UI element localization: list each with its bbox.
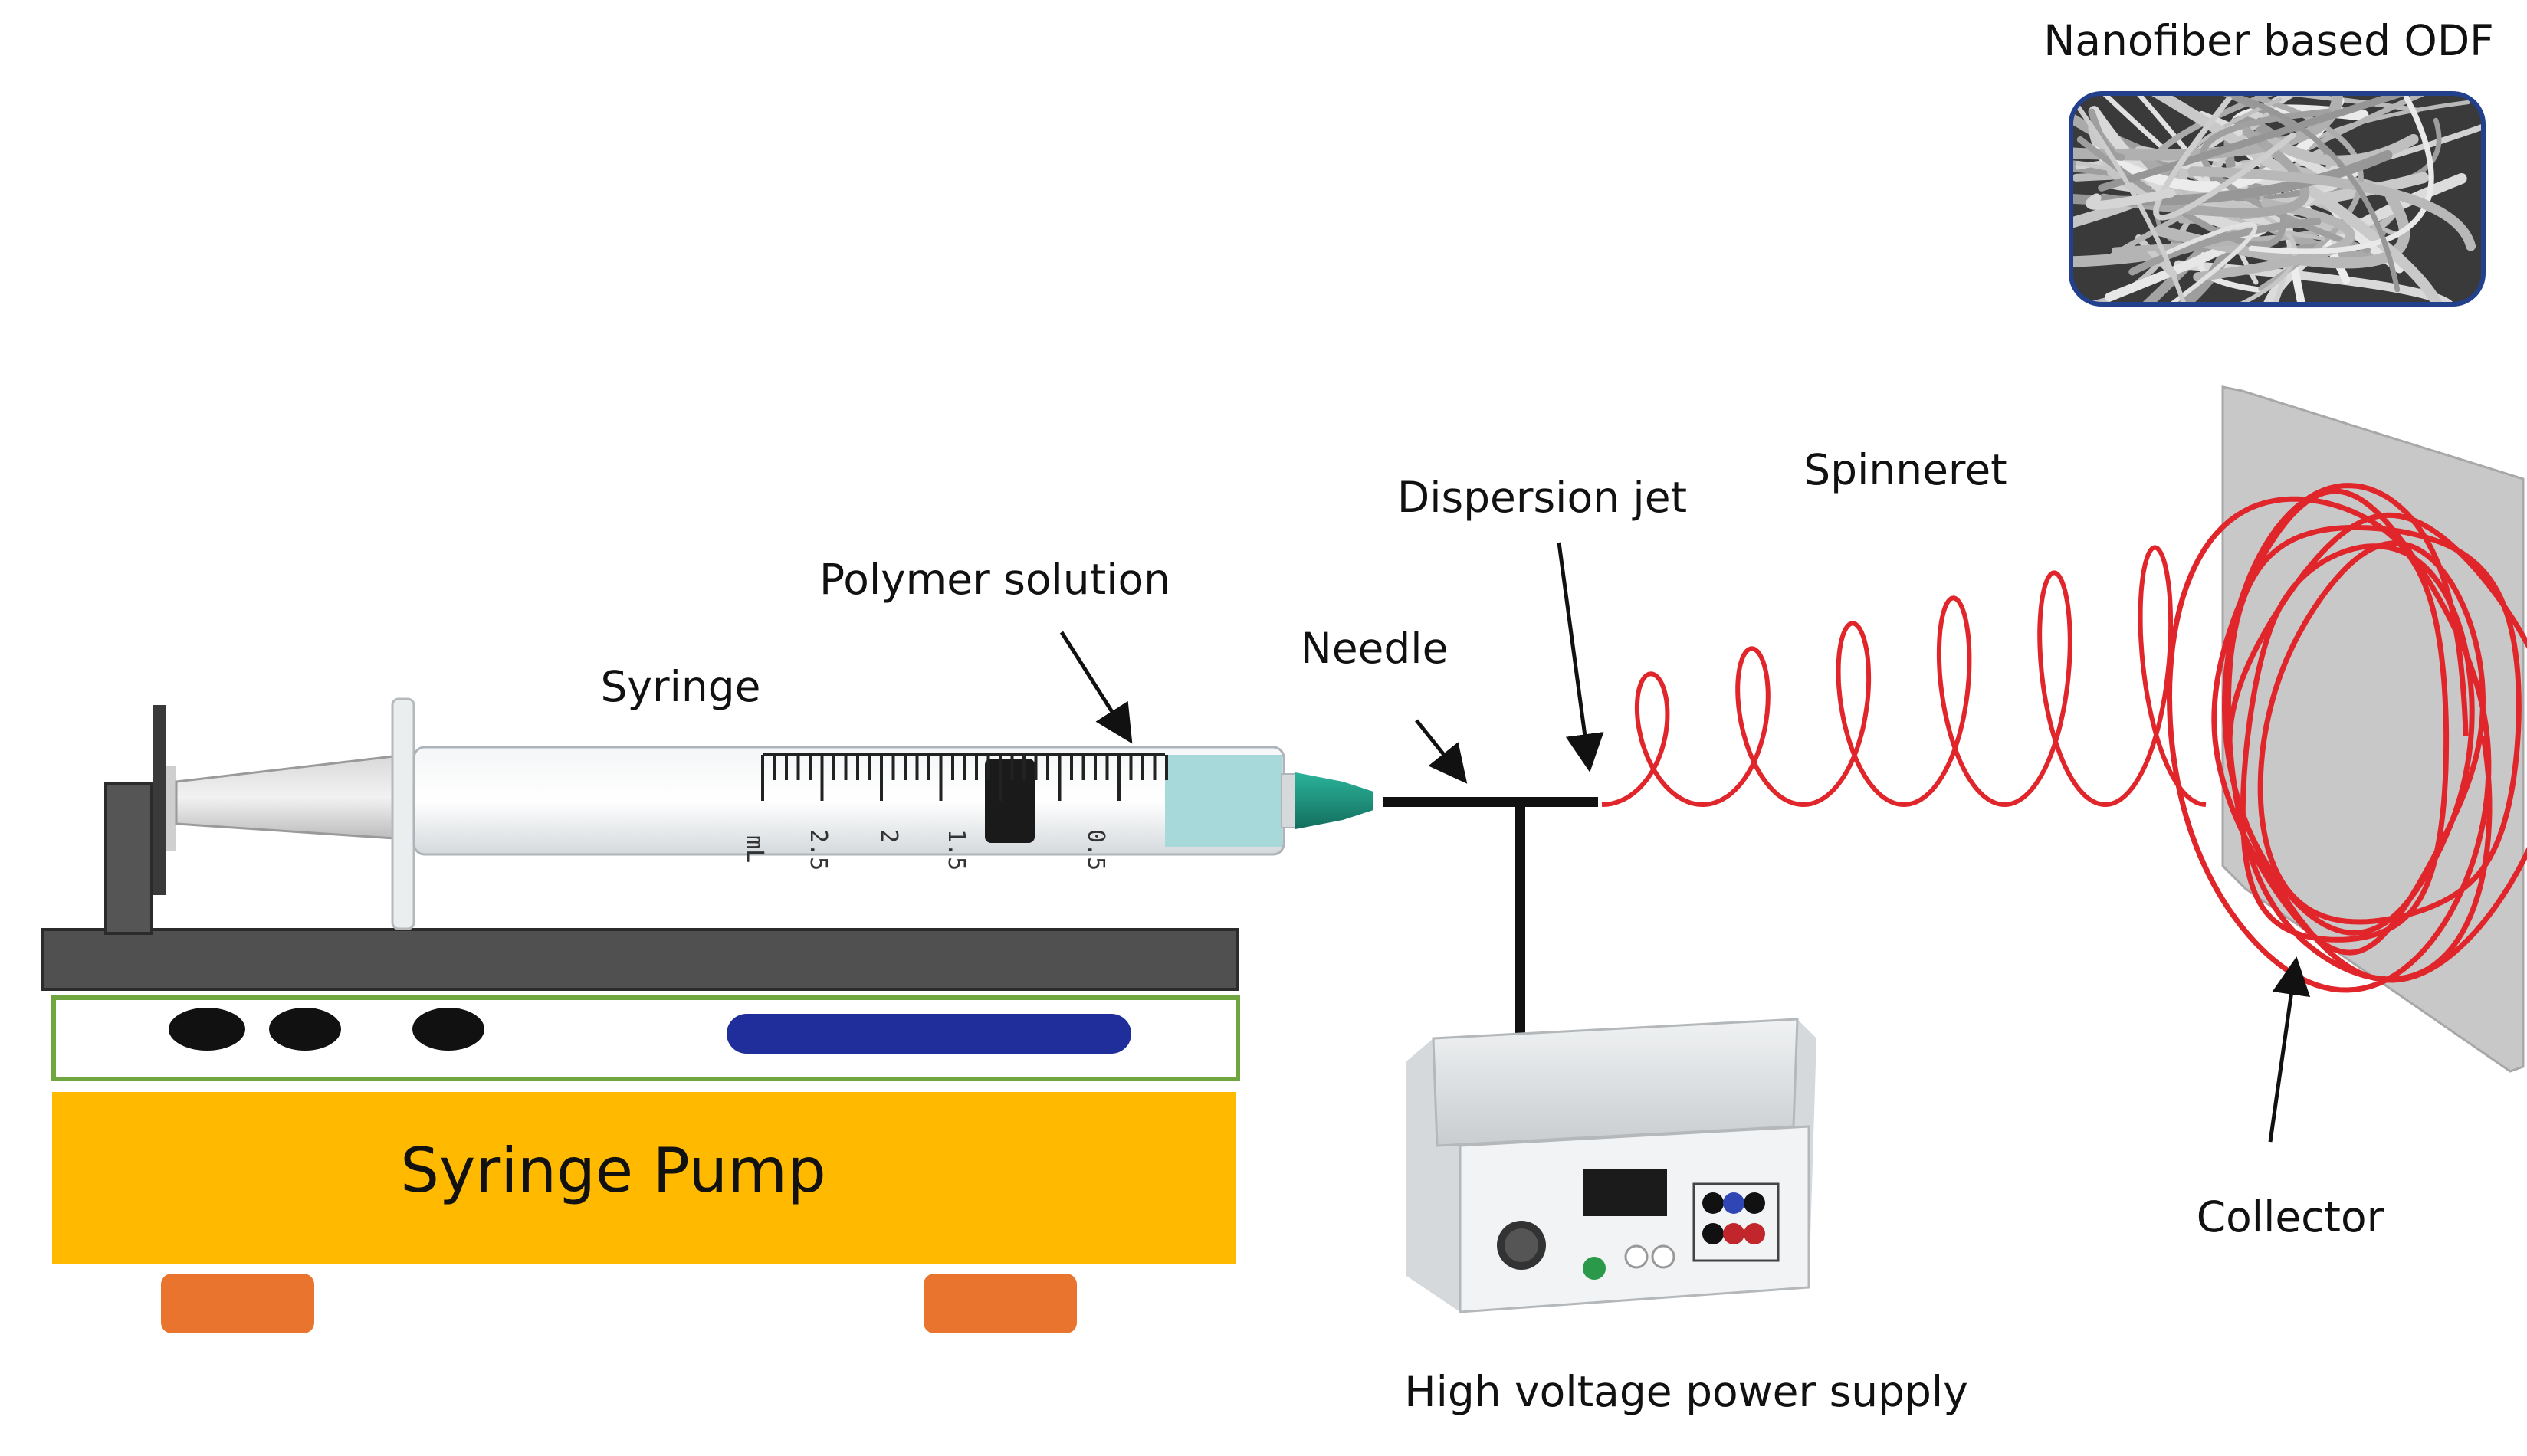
pump-button-3 [412, 1008, 484, 1051]
power-supply-icon [1406, 1018, 1816, 1313]
syringe-graduations [761, 753, 1168, 801]
syringe-pump: Syringe Pump [41, 782, 1240, 1333]
svg-text:1.5: 1.5 [943, 829, 970, 871]
nanofiber-mesh-icon [2069, 91, 2486, 307]
arrow-polymer-solution [1059, 631, 1133, 744]
syringe-pump-label: Syringe Pump [400, 1135, 826, 1206]
hv-display [1583, 1169, 1667, 1216]
label-spinneret: Spinneret [1803, 445, 2007, 494]
label-needle: Needle [1301, 624, 1449, 673]
svg-text:0.5: 0.5 [1082, 829, 1109, 871]
pump-plate [41, 928, 1239, 991]
syringe-icon: mL 2.5 2 1.5 0.5 [153, 697, 1298, 930]
svg-text:2: 2 [875, 829, 902, 843]
arrow-needle [1415, 719, 1468, 784]
label-collector: Collector [2197, 1192, 2384, 1241]
pump-foot-right [924, 1274, 1077, 1333]
needle-shaft [1383, 797, 1598, 807]
pump-pusher-block [104, 782, 153, 935]
pump-body [52, 1092, 1236, 1264]
arrow-collector [2268, 956, 2311, 1143]
spinneret-helix [1601, 545, 2207, 808]
polymer-solution [1165, 755, 1282, 847]
pump-button-1 [169, 1008, 245, 1051]
label-odf: Nanofiber based ODF [2043, 16, 2494, 65]
hv-cable [1515, 805, 1525, 1038]
needle-hub [1295, 772, 1373, 829]
svg-text:mL: mL [741, 835, 768, 863]
arrow-dispersion-jet [1557, 542, 1604, 772]
arrows [1059, 542, 2311, 1143]
syringe-stopper [985, 759, 1035, 843]
label-dispersion-jet: Dispersion jet [1397, 473, 1687, 522]
pump-slider [727, 1014, 1131, 1054]
pump-foot-left [161, 1274, 314, 1333]
labels: Nanofiber based ODF Dispersion jet Spinn… [601, 16, 2494, 1416]
label-syringe: Syringe [601, 662, 761, 711]
svg-text:2.5: 2.5 [805, 829, 832, 871]
fiber-jet [1601, 483, 2527, 993]
needle-icon [1295, 772, 1598, 1038]
deposited-fibers [2166, 483, 2527, 993]
pump-button-2 [269, 1008, 341, 1051]
label-hv-supply: High voltage power supply [1404, 1367, 1968, 1416]
label-polymer-solution: Polymer solution [819, 555, 1170, 604]
